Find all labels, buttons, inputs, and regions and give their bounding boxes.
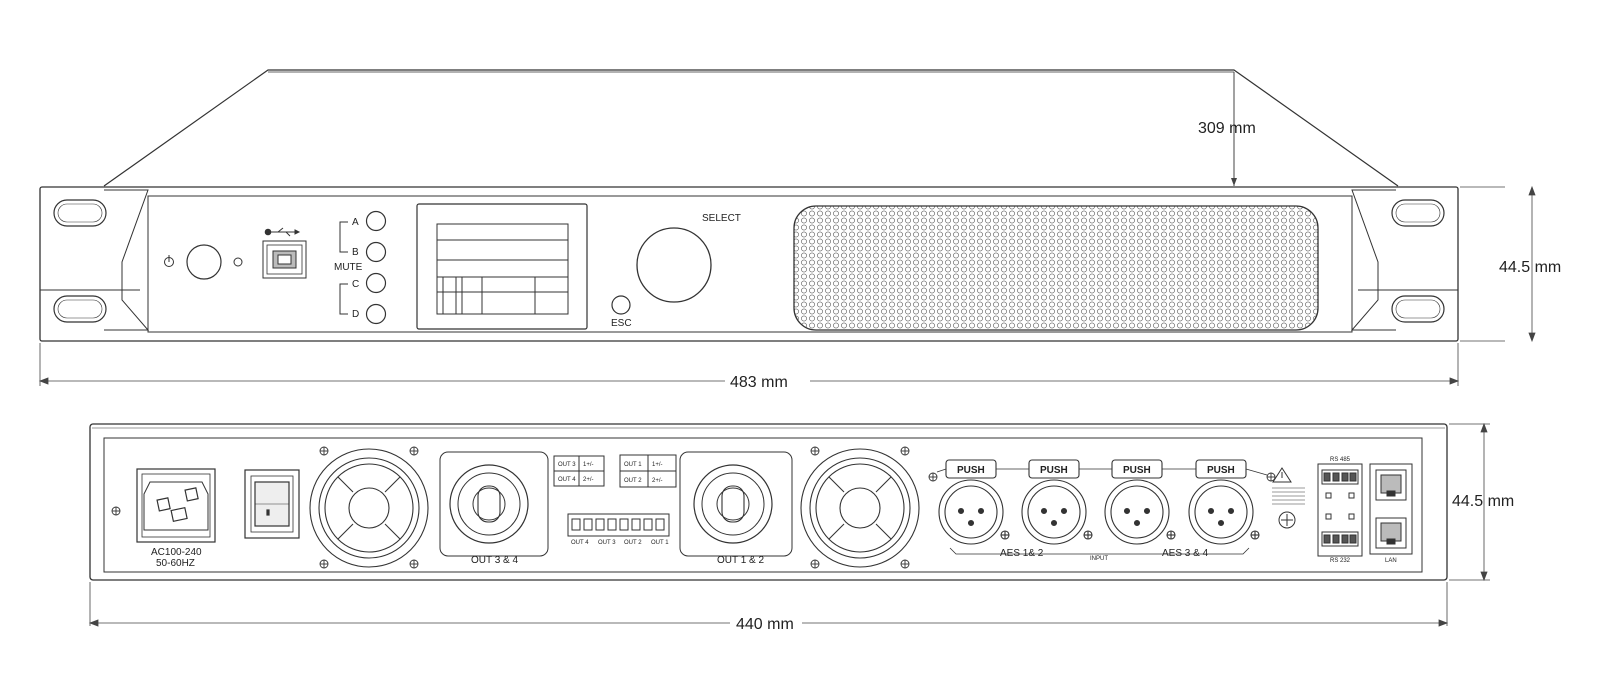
terminal-label-out1: OUT 1 bbox=[651, 540, 669, 546]
fan-left bbox=[309, 448, 429, 568]
mute-bracket bbox=[339, 221, 348, 315]
front-grille bbox=[793, 205, 1319, 331]
power-inlet[interactable] bbox=[136, 468, 216, 543]
out34-table-r0c0: OUT 3 bbox=[558, 462, 576, 468]
power-rating-line1: AC100-240 bbox=[151, 547, 202, 558]
select-knob[interactable] bbox=[636, 227, 712, 303]
mute-button-b[interactable] bbox=[365, 241, 387, 263]
out34-label: OUT 3 & 4 bbox=[471, 555, 518, 566]
channel-b-label: B bbox=[352, 247, 359, 258]
depth-dimension: 309 mm bbox=[1198, 72, 1256, 186]
aes12-label: AES 1& 2 bbox=[1000, 548, 1044, 559]
xlr-connector-lines bbox=[936, 468, 1268, 476]
usb-icon bbox=[264, 227, 301, 237]
out12-label: OUT 1 & 2 bbox=[717, 555, 764, 566]
xlr-input-2[interactable] bbox=[1021, 459, 1093, 545]
ground-screw bbox=[1278, 511, 1296, 529]
power-icon bbox=[164, 255, 174, 267]
power-rating-line2: 50-60HZ bbox=[156, 558, 195, 569]
out12-table-r0c0: OUT 1 bbox=[624, 462, 642, 468]
depth-label: 309 mm bbox=[1198, 120, 1256, 137]
power-led bbox=[233, 257, 243, 267]
channel-c-label: C bbox=[352, 279, 359, 290]
front-width-dimension bbox=[38, 343, 1460, 386]
fan-right bbox=[800, 448, 920, 568]
lan-label: LAN bbox=[1385, 558, 1397, 564]
front-height-dimension bbox=[1460, 185, 1536, 343]
lcd-display bbox=[416, 203, 588, 330]
push-label-4: PUSH bbox=[1207, 465, 1235, 476]
input-bracket bbox=[949, 547, 1250, 555]
out34-table-r0c1: 1+/- bbox=[583, 462, 594, 468]
push-label-1: PUSH bbox=[957, 465, 985, 476]
mute-button-c[interactable] bbox=[365, 272, 387, 294]
aes34-label: AES 3 & 4 bbox=[1162, 548, 1209, 559]
esc-button[interactable] bbox=[611, 295, 631, 315]
rear-panel bbox=[89, 423, 1448, 581]
out12-table-r1c1: 2+/- bbox=[652, 478, 663, 484]
usb-port[interactable] bbox=[262, 240, 307, 279]
terminal-label-out3: OUT 3 bbox=[598, 540, 616, 546]
front-width-label: 483 mm bbox=[730, 374, 788, 391]
rear-width-dimension bbox=[88, 582, 1449, 627]
rear-height-label: 44.5 mm bbox=[1452, 493, 1514, 510]
terminal-block[interactable] bbox=[567, 513, 670, 537]
terminal-label-out2: OUT 2 bbox=[624, 540, 642, 546]
out34-table-r1c0: OUT 4 bbox=[558, 477, 576, 483]
power-button[interactable] bbox=[186, 244, 222, 280]
out34-speakon-connector[interactable] bbox=[472, 487, 506, 521]
power-switch[interactable] bbox=[244, 469, 300, 539]
front-height-label: 44.5 mm bbox=[1499, 259, 1561, 276]
terminal-label-out4: OUT 4 bbox=[571, 540, 589, 546]
channel-a-label: A bbox=[352, 217, 359, 228]
rs485-rs232-block[interactable] bbox=[1317, 463, 1363, 557]
rear-height-dimension bbox=[1449, 422, 1490, 582]
out34-table-r1c1: 2+/- bbox=[583, 477, 594, 483]
top-perspective bbox=[103, 69, 1399, 187]
out12-speakon-connector[interactable] bbox=[716, 487, 750, 521]
channel-d-label: D bbox=[352, 309, 359, 320]
front-panel bbox=[39, 186, 1459, 342]
out12-section bbox=[619, 451, 793, 557]
rear-screws bbox=[111, 446, 1276, 569]
rack-ear-slots bbox=[53, 199, 1445, 323]
xlr-input-1[interactable] bbox=[938, 459, 1010, 545]
out34-section bbox=[439, 451, 605, 557]
rs485-label: RS 485 bbox=[1330, 457, 1351, 463]
mute-button-a[interactable] bbox=[365, 210, 387, 232]
out12-table-r1c0: OUT 2 bbox=[624, 478, 642, 484]
warning-icon bbox=[1272, 467, 1305, 505]
select-label: SELECT bbox=[702, 213, 741, 224]
rs232-label: RS 232 bbox=[1330, 558, 1351, 564]
rear-width-label: 440 mm bbox=[736, 616, 794, 633]
mute-label: MUTE bbox=[334, 262, 363, 273]
esc-label: ESC bbox=[611, 318, 632, 329]
push-label-3: PUSH bbox=[1123, 465, 1151, 476]
out12-table-r0c1: 1+/- bbox=[652, 462, 663, 468]
mute-button-d[interactable] bbox=[365, 303, 387, 325]
push-label-2: PUSH bbox=[1040, 465, 1068, 476]
input-label: INPUT bbox=[1090, 556, 1108, 562]
lan-ports[interactable] bbox=[1369, 463, 1413, 555]
